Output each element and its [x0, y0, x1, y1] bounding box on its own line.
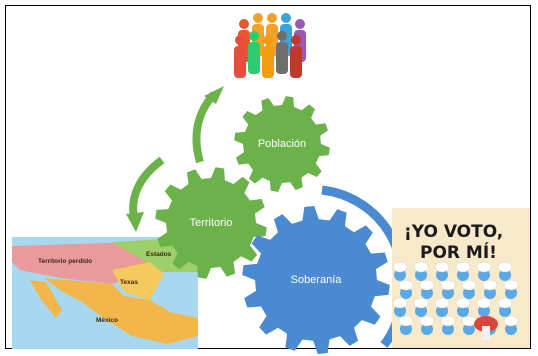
smurf-hat	[503, 315, 519, 327]
green-arrow-left-head	[126, 212, 144, 232]
smurf-face	[442, 323, 454, 335]
smurf-hat	[392, 261, 408, 273]
person-figure	[262, 35, 274, 78]
smurf-hat	[440, 279, 456, 291]
smurf-face	[457, 305, 469, 317]
green-arrow-left	[129, 156, 165, 219]
smurf-hat	[461, 279, 477, 291]
smurf-hat	[503, 279, 519, 291]
green-arrow-top-head	[204, 86, 224, 104]
smurf-hat	[398, 315, 414, 327]
smurf-hat	[434, 297, 450, 309]
smurf-face	[442, 287, 454, 299]
smurf-hat	[455, 297, 471, 309]
slide-frame	[5, 5, 531, 349]
smurf-hat	[419, 315, 435, 327]
smurf-hat	[455, 261, 471, 273]
smurf-hat	[413, 297, 429, 309]
smurf-hat	[419, 279, 435, 291]
smurf-hat	[497, 261, 513, 273]
gear-label-poblacion: Población	[258, 138, 306, 150]
person-figure	[276, 31, 288, 74]
smurf-face	[436, 269, 448, 281]
smurf-face	[505, 287, 517, 299]
smurf-face	[499, 269, 511, 281]
smurf-hat	[440, 315, 456, 327]
smurf-hat	[392, 297, 408, 309]
map-baja	[30, 280, 62, 318]
gears: Población Territorio Soberanía	[155, 96, 390, 354]
map-label-estados: Estados	[146, 251, 172, 258]
smurf-hat	[413, 261, 429, 273]
smurf-hat	[482, 279, 498, 291]
mushroom-cap	[474, 316, 498, 332]
smurf-face	[421, 287, 433, 299]
smurf-face	[400, 287, 412, 299]
green-arrow-top	[192, 91, 218, 164]
smurf-face	[463, 287, 475, 299]
smurf-face	[415, 305, 427, 317]
smurf-hat	[461, 315, 477, 327]
smurf-face	[457, 269, 469, 281]
smurf-face	[394, 305, 406, 317]
mushroom-stem	[482, 326, 490, 340]
gear-label-territorio: Territorio	[190, 217, 233, 229]
smurf-face	[499, 305, 511, 317]
smurf-face	[421, 323, 433, 335]
comic-title-line2: POR MÍ!	[420, 241, 497, 263]
gear-soberania	[242, 206, 390, 354]
smurf-face	[478, 269, 490, 281]
gear-label-soberania: Soberanía	[291, 274, 343, 286]
smurf-hat	[434, 261, 450, 273]
smurf-face	[463, 323, 475, 335]
map-label-territorio-perdido: Territorio perdido	[38, 258, 92, 265]
smurf-face	[394, 269, 406, 281]
person-figure	[234, 35, 246, 78]
person-figure	[248, 31, 260, 74]
smurf-hat	[497, 297, 513, 309]
smurf-face	[505, 323, 517, 335]
gear-poblacion	[234, 96, 330, 192]
comic-image: ¡YO VOTO, POR MÍ!	[392, 208, 530, 348]
smurf-hat	[398, 279, 414, 291]
people-icon	[234, 13, 306, 78]
map-texas	[112, 262, 164, 300]
smurf-face	[415, 269, 427, 281]
mexico-map-image: Territorio perdido Estados Texas México	[12, 237, 198, 349]
person-figure	[290, 35, 302, 78]
map-mexico	[44, 278, 198, 344]
smurf-face	[484, 287, 496, 299]
smurf-hat	[476, 297, 492, 309]
smurf-face	[400, 323, 412, 335]
comic-title-line1: ¡YO VOTO,	[404, 222, 503, 242]
smurf-face	[478, 305, 490, 317]
gear-territorio	[155, 167, 267, 279]
map-label-mexico: México	[96, 317, 118, 324]
smurf-face	[436, 305, 448, 317]
map-label-texas: Texas	[120, 279, 138, 286]
smurf-hat	[476, 261, 492, 273]
